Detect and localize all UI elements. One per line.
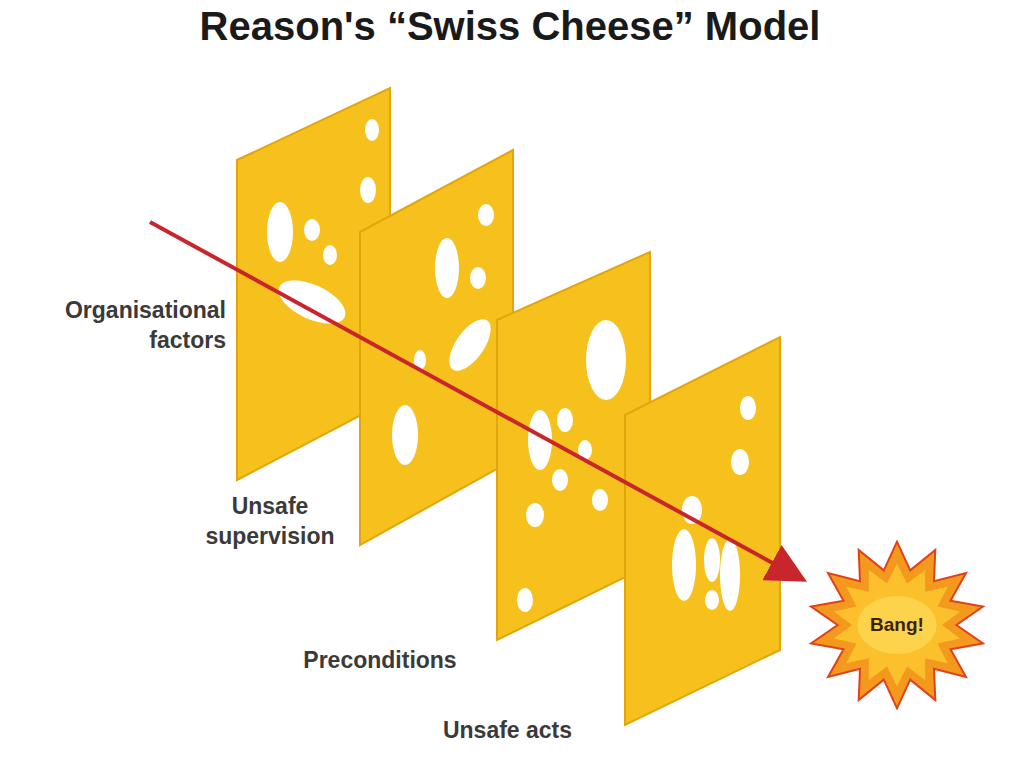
layer-label: Unsafe supervision <box>200 492 340 552</box>
layer-label: Unsafe acts <box>400 716 615 746</box>
cheese-slice <box>625 337 780 725</box>
burst-text: Bang! <box>870 614 924 636</box>
layer-label: Preconditions <box>270 646 490 676</box>
layer-label: Organisational factors <box>8 296 226 356</box>
diagram-title: Reason's “Swiss Cheese” Model <box>0 4 1020 49</box>
bang-starburst: Bang! <box>807 540 987 710</box>
accident-trajectory <box>150 222 800 578</box>
